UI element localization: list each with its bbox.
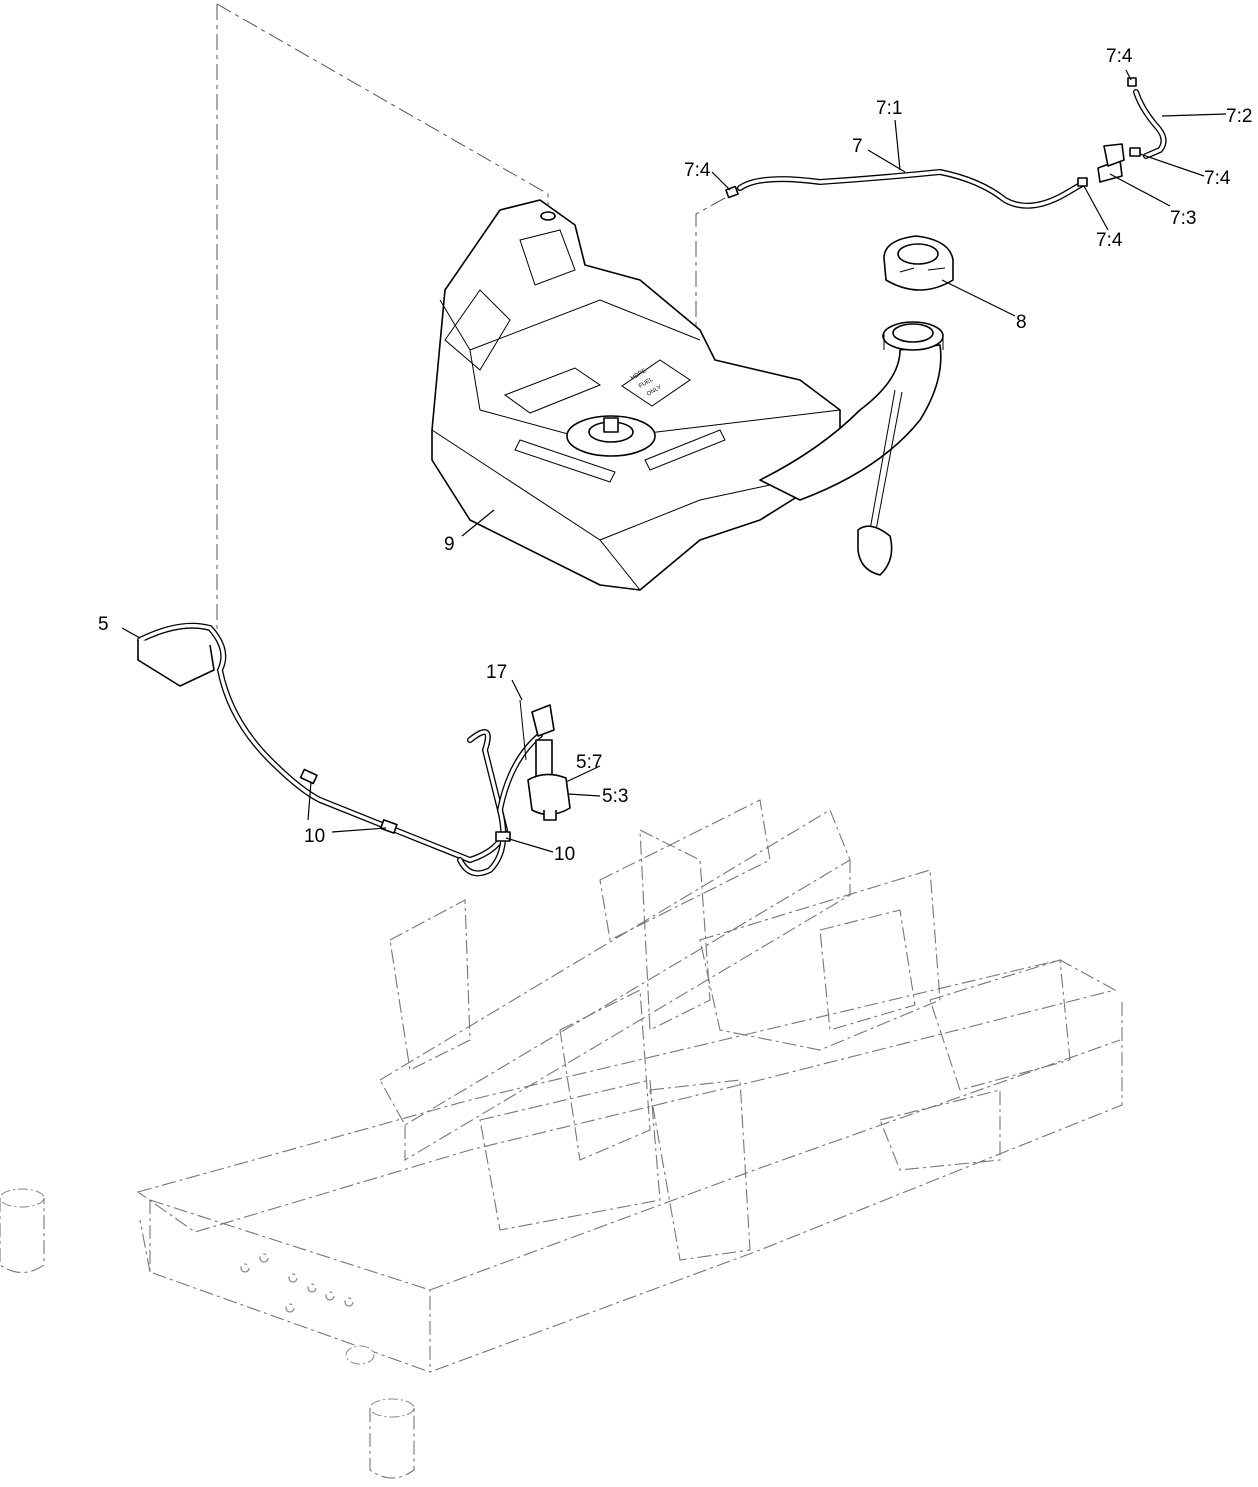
fuel-cap [883,235,954,291]
callout-17: 17 [486,662,507,683]
callout-7-4-left: 7:4 [684,160,711,181]
callout-8: 8 [1016,312,1027,333]
vent-hose-assembly [725,77,1167,209]
mower-frame-outline [0,799,1123,1479]
callout-7-3: 7:3 [1170,208,1196,229]
callout-7-4-top: 7:4 [1106,46,1133,67]
frame-holes [240,1253,354,1313]
fuel-tank: HDPE FUEL ONLY [431,199,944,591]
callout-7-1: 7:1 [876,98,902,119]
callout-7-4-bottom: 7:4 [1096,230,1123,251]
leader-lines [121,69,1227,853]
callout-7-2: 7:2 [1226,106,1252,127]
callout-5-3: 5:3 [602,786,628,807]
callout-7-4-right: 7:4 [1204,168,1231,189]
callout-10-right: 10 [554,844,575,865]
callout-9: 9 [444,534,455,555]
callout-5: 5 [98,614,109,635]
callout-10-left: 10 [304,826,325,847]
callout-labels: 7:4 7:1 7:2 7 7:4 7:4 7:3 7:4 8 9 5 17 5… [98,46,1252,865]
callout-7: 7 [852,136,863,157]
callout-5-7: 5:7 [576,752,602,773]
fuel-hose-assembly [137,622,571,877]
